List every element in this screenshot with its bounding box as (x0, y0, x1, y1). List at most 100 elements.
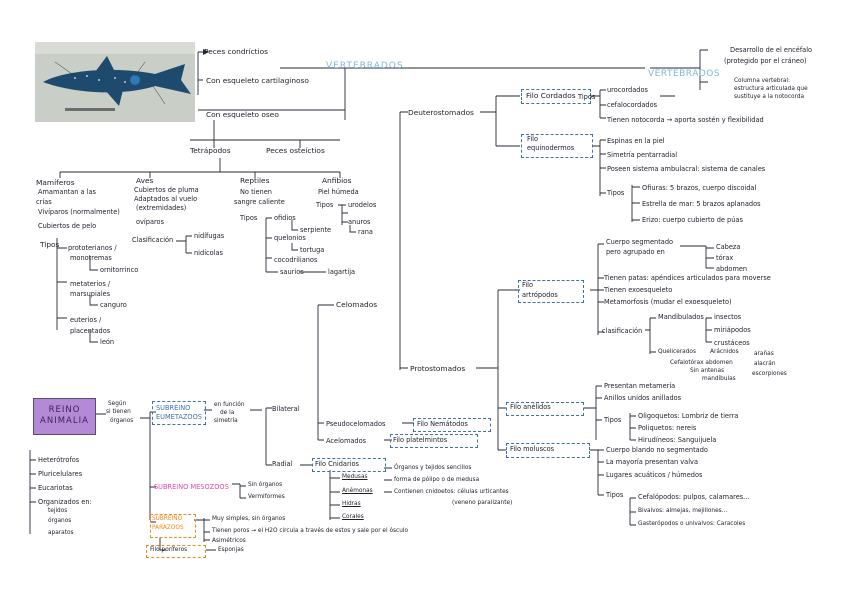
reptiles-l1: No tienen (240, 188, 272, 196)
mamiferos-plac: placentados (70, 327, 110, 335)
molu-l2: La mayoría presentan valva (606, 458, 698, 466)
eume-nema: Filo Nemátodos (417, 420, 468, 428)
para-filo: Filo poríferos (150, 547, 187, 554)
anel-l2: Anillos unidos anillados (604, 394, 681, 402)
deut-uroc: urocordados (607, 86, 648, 94)
anfibios-tipos: Tipos (316, 201, 333, 209)
eume-t1: SUBREINO (156, 404, 190, 412)
anel-tipos: Tipos (604, 416, 621, 424)
eume-t2: EUMETAZOOS (156, 413, 202, 421)
col3: sustituye a la notocorda (734, 94, 804, 101)
reino-tejidos: tejidos (48, 508, 67, 515)
equi-esp: Espinas en la piel (607, 137, 665, 145)
equi-tipos: Tipos (607, 189, 624, 197)
esqueleto-oseo: Con esqueleto oseo (206, 110, 279, 119)
protostomados: Protostomados (410, 364, 465, 373)
reino-segun3: órganos (110, 418, 133, 425)
anel-l1: Presentan metamería (604, 382, 675, 390)
equi-ofiu: Ofiuras: 5 brazos, cuerpo discoidal (642, 184, 756, 192)
artro-clas: clasificación (602, 327, 642, 335)
tetrapodos: Tetrápodos (190, 146, 231, 155)
eume-rad: Radial (272, 460, 292, 468)
anel-title: Filo anélidos (510, 403, 551, 411)
reino-l2: ANIMALIA (34, 416, 95, 426)
eume-f1: en función (214, 402, 245, 409)
mamiferos-title: Mamíferos (36, 178, 75, 187)
anel-oligo: Oligoquetos: Lombriz de tierra (638, 412, 738, 420)
reino-pluricelulares: Pluricelulares (38, 470, 82, 478)
eume-m2: Anémonas (342, 488, 373, 495)
reino-organizados: Organizados en: (38, 498, 92, 506)
para-b: Tienen poros → el H2O circula a través d… (212, 528, 408, 535)
artro-ins: insectos (714, 313, 741, 321)
reino-segun2: si tienen (106, 409, 131, 416)
aves-clas: Clasificación (132, 236, 173, 244)
molu-l1: Cuerpo blando no segmentado (606, 446, 708, 454)
anel-hiru: Hirudíneos: Sanguijuela (638, 436, 716, 444)
eume-m1: Medusas (342, 474, 368, 481)
reptiles-saur: saurios (280, 268, 304, 276)
artro-esc: escorpiones (752, 371, 787, 378)
equi2: equinodermos (527, 144, 574, 152)
reptiles-coco: cocodrilianos (274, 256, 317, 264)
reino-organos: órganos (48, 518, 71, 525)
reino-l1: REINO (34, 405, 95, 415)
reptiles-l2: sangre caliente (234, 198, 285, 206)
eume-f2: de la (220, 410, 234, 417)
mamiferos-l3: Vivíparos (normalmente) (38, 208, 120, 216)
equi1: Filo (527, 135, 538, 143)
mamiferos-orni: ornitorrinco (100, 266, 138, 274)
eume-bil: Bilateral (272, 405, 299, 413)
reptiles-quel: quelonios (274, 234, 306, 242)
mamiferos-tipos: Tipos (40, 240, 59, 249)
artro-meta: Metamorfosis (mudar el exoesqueleto) (604, 298, 732, 306)
artro-abd: abdomen (716, 265, 747, 273)
vertebrados-title: VERTEBRADOS (326, 62, 404, 71)
aves-nid1: nidífugas (194, 232, 224, 240)
equi-amb: Poseen sistema ambulacral: sistema de ca… (607, 165, 765, 173)
reino-aparatos: aparatos (48, 530, 74, 537)
equi-sim: Simetría pentarradial (607, 151, 677, 159)
para-t1: SUBREINO (152, 516, 182, 523)
artro-filo2: artrópodos (522, 291, 558, 299)
celomados: Celomados (336, 300, 377, 309)
eume-c4: (veneno paralizante) (452, 500, 512, 507)
molu-title: Filo moluscos (510, 445, 554, 453)
eume-acel: Acelomados (326, 437, 366, 445)
eume-c2: forma de pólipo o de medusa (394, 477, 479, 484)
anfibios-anur: anuros (348, 218, 370, 226)
molu-tipos: Tipos (606, 491, 623, 499)
des1: Desarrollo de el encéfalo (730, 46, 812, 54)
vertebrados-blue: VERTEBRADOS (648, 70, 720, 79)
aves-title: Aves (136, 176, 153, 185)
artro-ara: Arácnidos (710, 349, 739, 356)
para-esp: Esponjas (218, 547, 244, 554)
reptiles-lag: lagartija (328, 268, 355, 276)
mamiferos-mono: monotremas (70, 254, 112, 262)
meso-b: Vermiformes (248, 494, 285, 501)
anfibios-l1: Piel húmeda (318, 188, 359, 196)
artro-mandib: mandíbulas (702, 376, 736, 383)
molu-l3: Lugares acuáticos / húmedos (606, 471, 702, 479)
peces-osteictios: Peces osteíctios (266, 146, 325, 155)
peces-condrictios: Peces condríctios (204, 47, 268, 56)
deut-noto: Tienen notocorda → aporta sostén y flexi… (607, 116, 764, 124)
deut-tipos: Tipos (578, 93, 595, 101)
eume-m4: Corales (342, 514, 364, 521)
eume-c3: Contienen cnidoetos: células urticantes (394, 489, 509, 496)
mamiferos-cang: canguro (100, 301, 127, 309)
artro-tor: tórax (716, 254, 733, 262)
eume-pseudo: Pseudocelomados (326, 420, 385, 428)
para-a: Muy simples, sin órganos (212, 516, 285, 523)
aves-l1: Cubiertos de pluma (134, 186, 199, 194)
eume-c1: Órganos y tejidos sencillos (394, 465, 471, 472)
aves-l2: Adaptados al vuelo (134, 195, 197, 203)
meso-a: Sin órganos (248, 482, 282, 489)
esqueleto-cartilaginoso: Con esqueleto cartilaginoso (206, 76, 309, 85)
reptiles-title: Reptiles (240, 176, 269, 185)
mamiferos-l2: crías (36, 198, 52, 206)
anfibios-rana: rana (358, 228, 373, 236)
artro-sin: Sin antenas (690, 368, 724, 375)
reino-eucariotas: Eucariotas (38, 484, 73, 492)
reino-animalia-box: REINO ANIMALIA (33, 398, 96, 435)
